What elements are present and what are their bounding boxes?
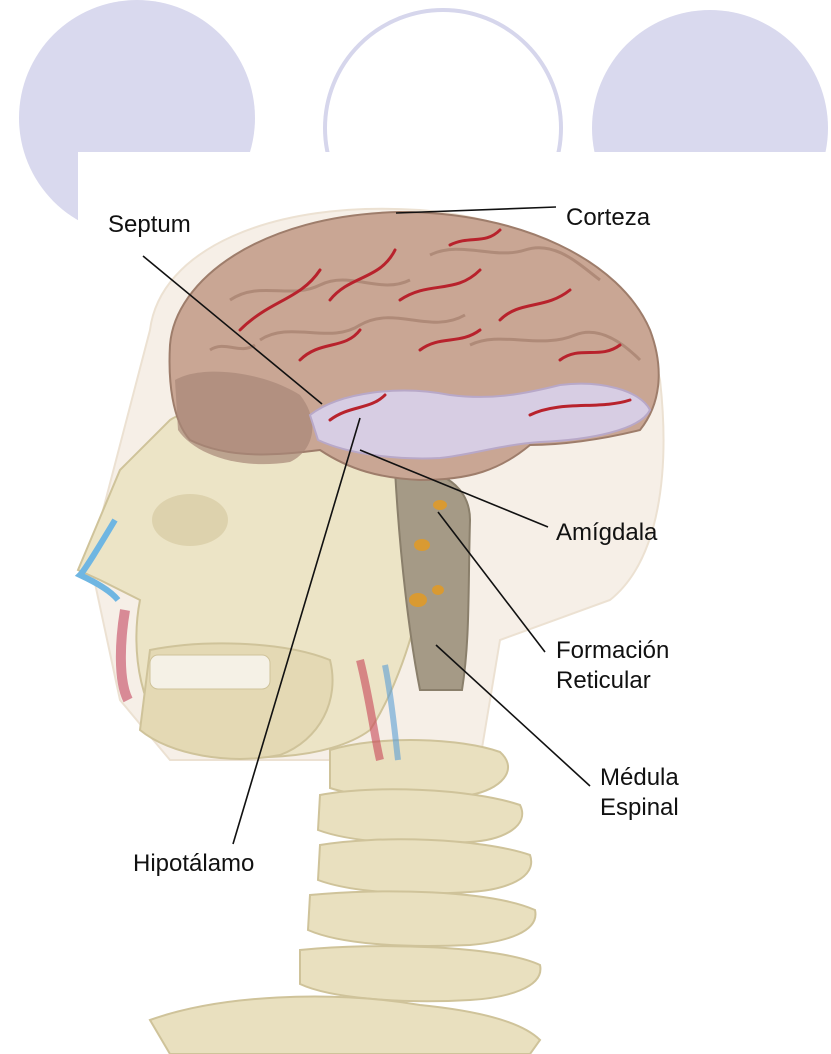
label-formacion-line2: Reticular: [556, 666, 669, 696]
label-hipotalamo: Hipotálamo: [133, 850, 254, 878]
label-medula-line2: Espinal: [600, 793, 679, 823]
teeth: [150, 655, 270, 689]
label-amigdala: Amígdala: [556, 519, 657, 547]
label-corteza: Corteza: [566, 204, 650, 232]
eye-socket: [152, 494, 228, 546]
label-medula-espinal: Médula Espinal: [600, 763, 679, 823]
label-formacion-line1: Formación: [556, 636, 669, 666]
label-formacion-reticular: Formación Reticular: [556, 636, 669, 696]
label-medula-line1: Médula: [600, 763, 679, 793]
label-septum: Septum: [108, 211, 191, 239]
